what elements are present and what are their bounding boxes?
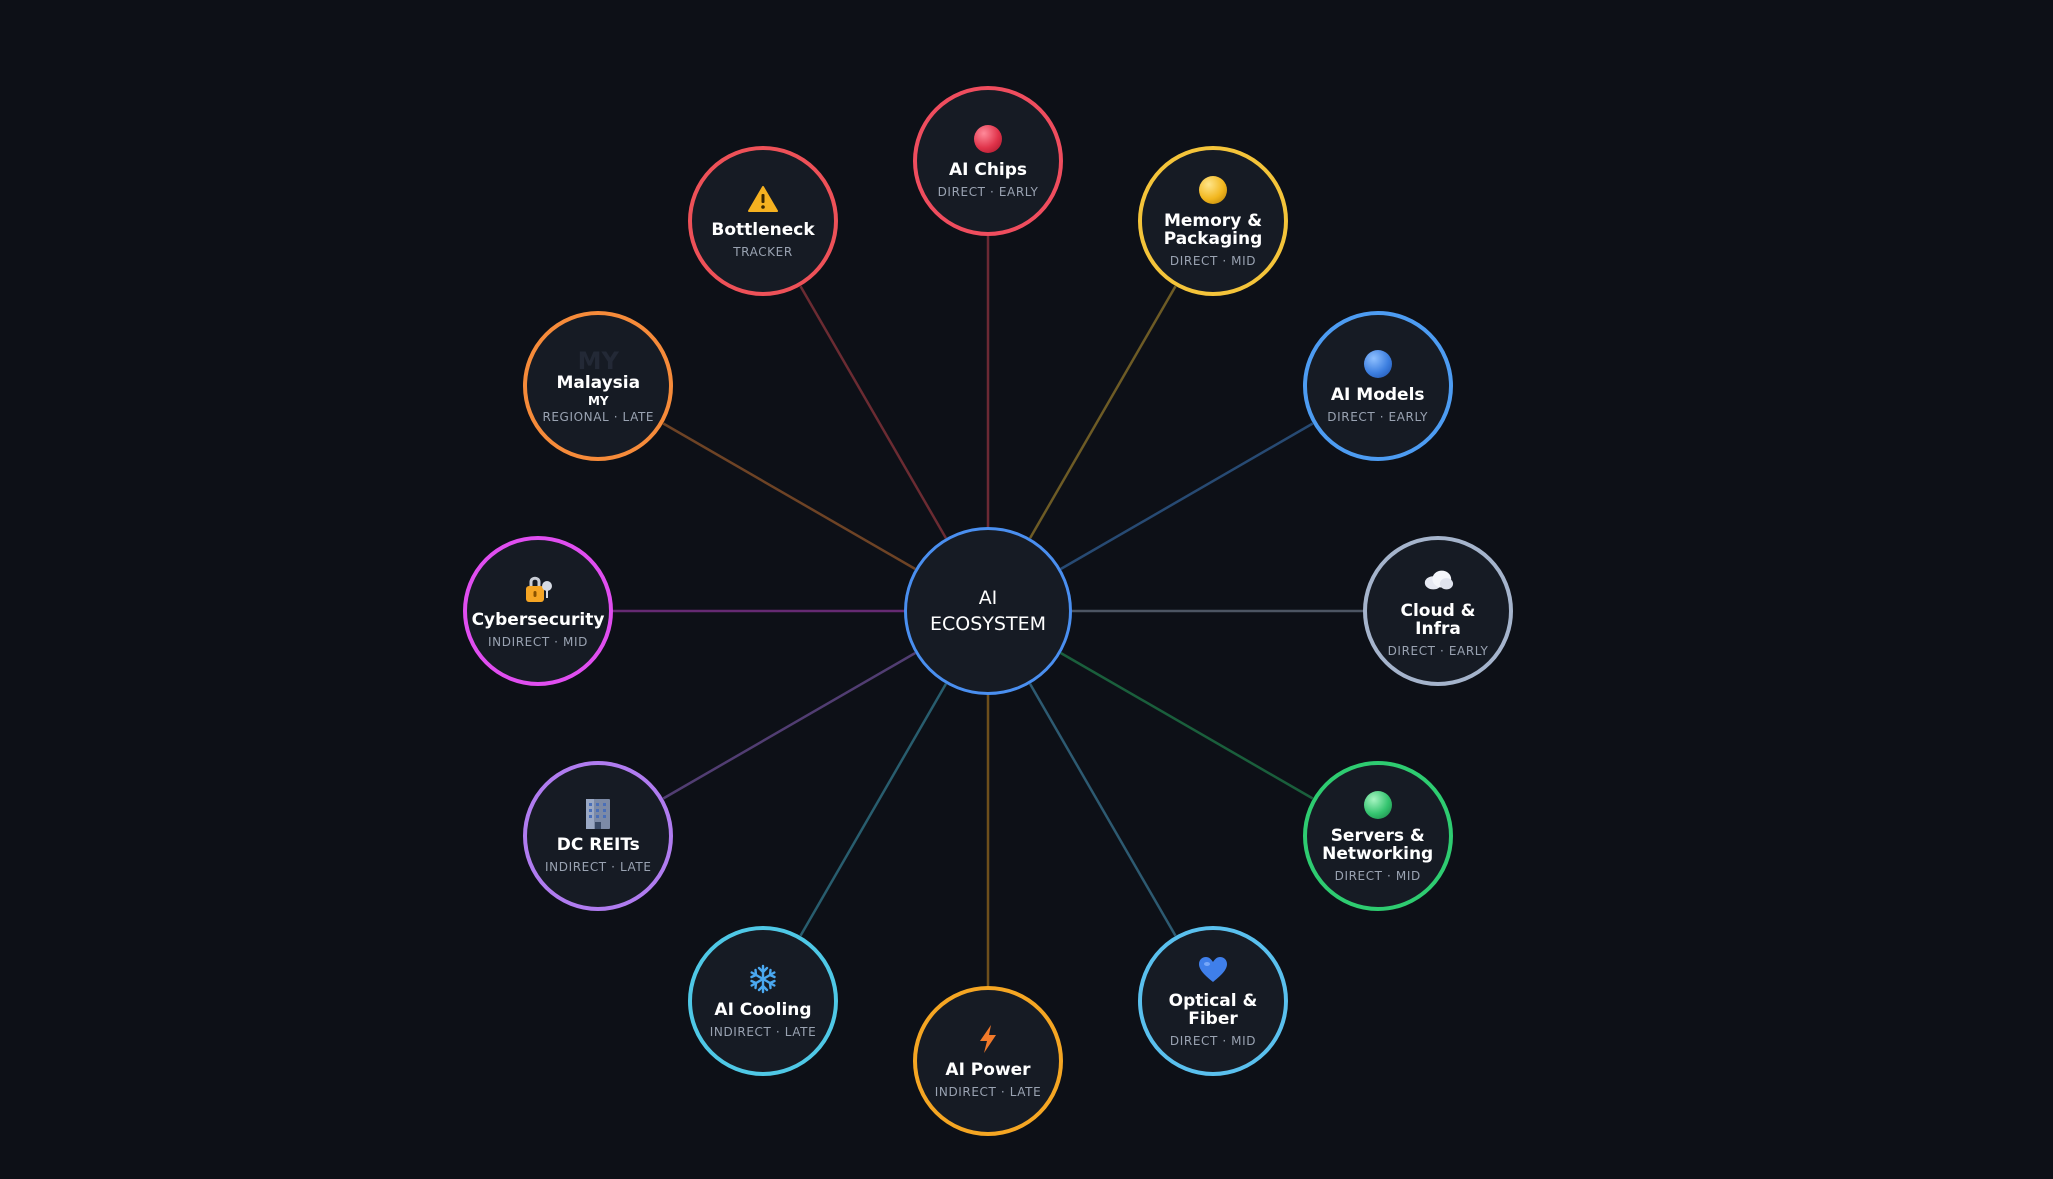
lightning-icon [972,1023,1004,1055]
link-optical-fiber [1028,683,1177,937]
node-title: AI Models [1330,385,1425,405]
blue-sphere-icon [1362,348,1394,380]
warning-icon [747,183,779,215]
node-subtitle: DIRECT · EARLY [1327,410,1429,424]
node-title: AI Chips [948,160,1028,180]
hub-ai-ecosystem[interactable]: AI ECOSYSTEM [904,527,1072,695]
node-malaysia[interactable]: MY Malaysia MY REGIONAL · LATE [523,311,674,461]
node-subtitle: INDIRECT · LATE [545,860,652,874]
node-subtitle: DIRECT · MID [1169,1033,1257,1048]
node-cybersecurity[interactable]: Cybersecurity INDIRECT · MID [463,536,613,686]
country-code: MY [587,394,609,408]
lock-icon [522,573,554,605]
yellow-sphere-icon [1197,174,1229,206]
node-optical-fiber[interactable]: Optical & Fiber DIRECT · MID [1138,925,1288,1076]
node-title: Optical & Fiber [1168,990,1258,1029]
node-title: Bottleneck [711,220,815,241]
hub-label-line1: AI [978,587,998,609]
link-memory-packaging [1028,285,1177,539]
blue-heart-icon [1197,954,1229,986]
node-subtitle: DIRECT · EARLY [937,185,1039,199]
node-title: Cybersecurity [471,610,605,630]
node-dc-reits[interactable]: DC REITs INDIRECT · LATE [523,761,674,911]
node-ai-power[interactable]: AI Power INDIRECT · LATE [913,986,1063,1136]
node-subtitle: INDIRECT · MID [488,635,588,649]
node-memory-packaging[interactable]: Memory & Packaging DIRECT · MID [1138,146,1288,297]
green-sphere-icon [1362,789,1394,821]
link-servers-networking [1060,651,1314,800]
office-building-icon [582,798,614,830]
cloud-icon [1422,564,1454,596]
node-title: AI Cooling [714,999,812,1020]
red-sphere-icon [972,123,1004,155]
link-ai-cooling [799,683,948,937]
node-subtitle: REGIONAL · LATE [542,410,655,424]
node-title: Cloud & Infra [1400,601,1476,639]
node-bottleneck[interactable]: Bottleneck TRACKER [688,146,838,297]
node-title: Servers & Networking [1322,826,1434,864]
link-malaysia [662,422,916,571]
node-ai-models[interactable]: AI Models DIRECT · EARLY [1302,311,1453,461]
node-subtitle: DIRECT · MID [1169,254,1257,269]
snowflake-icon [747,963,779,995]
flag-placeholder-icon: MY [577,347,619,375]
node-subtitle: TRACKER [733,245,793,260]
node-subtitle: INDIRECT · LATE [934,1085,1042,1099]
hub-label-line2: ECOSYSTEM [930,613,1046,635]
node-title: Memory & Packaging [1163,211,1263,250]
node-ai-chips[interactable]: AI Chips DIRECT · EARLY [913,86,1063,236]
link-bottleneck [799,285,948,539]
node-subtitle: DIRECT · EARLY [1387,644,1489,658]
node-title: Malaysia [556,373,641,393]
node-title: AI Power [945,1060,1031,1080]
link-dc-reits [662,651,916,800]
node-subtitle: INDIRECT · LATE [709,1024,817,1039]
node-title: DC REITs [556,835,640,855]
node-servers-networking[interactable]: Servers & Networking DIRECT · MID [1302,761,1453,911]
node-subtitle: DIRECT · MID [1334,869,1421,883]
node-cloud-infra[interactable]: Cloud & Infra DIRECT · EARLY [1363,536,1513,686]
link-ai-models [1060,422,1314,571]
node-ai-cooling[interactable]: AI Cooling INDIRECT · LATE [688,925,838,1076]
